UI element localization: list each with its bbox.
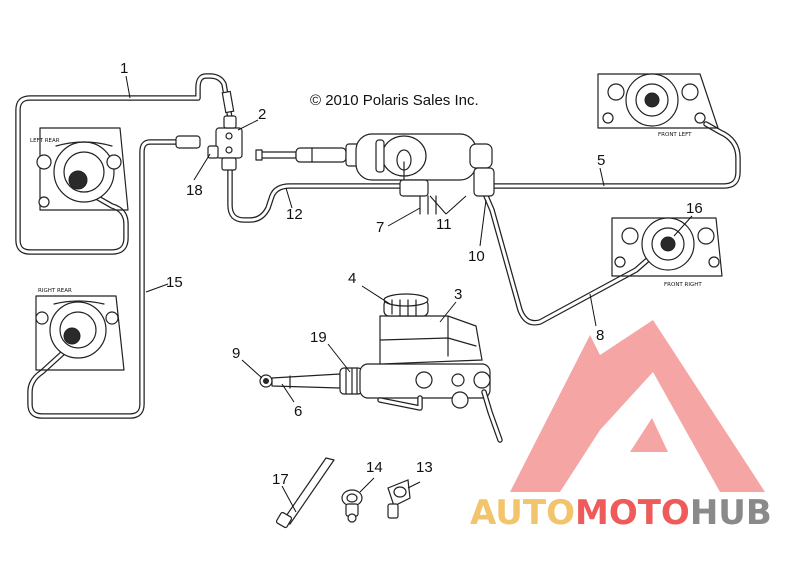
- callout-3: 3: [454, 286, 462, 303]
- brake-line-5: [483, 121, 741, 189]
- watermark-triangle: [510, 320, 765, 492]
- label-front-right: FRONT RIGHT: [664, 282, 702, 288]
- brake-line-15: [27, 135, 201, 419]
- callout-5: 5: [597, 152, 605, 169]
- proportioning-valve: [255, 133, 495, 215]
- callout-18: 18: [186, 182, 203, 199]
- callout-1: 1: [120, 60, 128, 77]
- brake-line-8: [483, 193, 655, 326]
- callout-8: 8: [596, 327, 604, 344]
- callout-17: 17: [272, 471, 289, 488]
- tee-block: [207, 115, 243, 171]
- caliper-front-right: FRONT RIGHT: [611, 217, 723, 288]
- caliper-right-rear: RIGHT REAR: [35, 288, 125, 371]
- brake-line-1: [15, 73, 235, 255]
- label-right-rear: RIGHT REAR: [38, 288, 72, 294]
- hose-clip-14: [341, 489, 363, 523]
- callout-4: 4: [348, 270, 356, 287]
- callout-10: 10: [468, 248, 485, 265]
- callout-2: 2: [258, 106, 266, 123]
- callout-19: 19: [310, 329, 327, 346]
- caliper-front-left: FRONT LEFT: [597, 73, 719, 138]
- callout-6: 6: [294, 403, 302, 420]
- caliper-left-rear: LEFT REAR: [30, 127, 129, 211]
- copyright-text: © 2010 Polaris Sales Inc.: [310, 92, 479, 109]
- cable-tie: [275, 457, 335, 529]
- svg-text:AUTOMOTOHUB: AUTOMOTOHUB: [470, 493, 772, 533]
- watermark-word-moto: MOTO: [575, 493, 690, 533]
- callouts: 1 2 3 4 5 6 7 8 9 10 11 12 13 14 15 16 1…: [120, 60, 703, 488]
- label-front-left: FRONT LEFT: [658, 132, 692, 138]
- callout-7: 7: [376, 219, 384, 236]
- callout-11: 11: [436, 216, 452, 233]
- callout-15: 15: [166, 274, 183, 291]
- callout-13: 13: [416, 459, 433, 476]
- callout-12: 12: [286, 206, 303, 223]
- watermark-word-auto: AUTO: [470, 493, 575, 533]
- hose-clip-13: [387, 479, 411, 519]
- watermark-triangle-mark: [630, 418, 668, 452]
- callout-16: 16: [686, 200, 703, 217]
- callout-14: 14: [366, 459, 383, 476]
- brake-line-12: [227, 165, 413, 223]
- watermark-word-hub: HUB: [690, 493, 772, 533]
- callout-9: 9: [232, 345, 240, 362]
- leader-lines: [125, 75, 693, 513]
- watermark-logo: AUTOMOTOHUB: [470, 320, 772, 533]
- label-left-rear: LEFT REAR: [30, 138, 60, 144]
- master-cylinder-assembly: [259, 293, 503, 443]
